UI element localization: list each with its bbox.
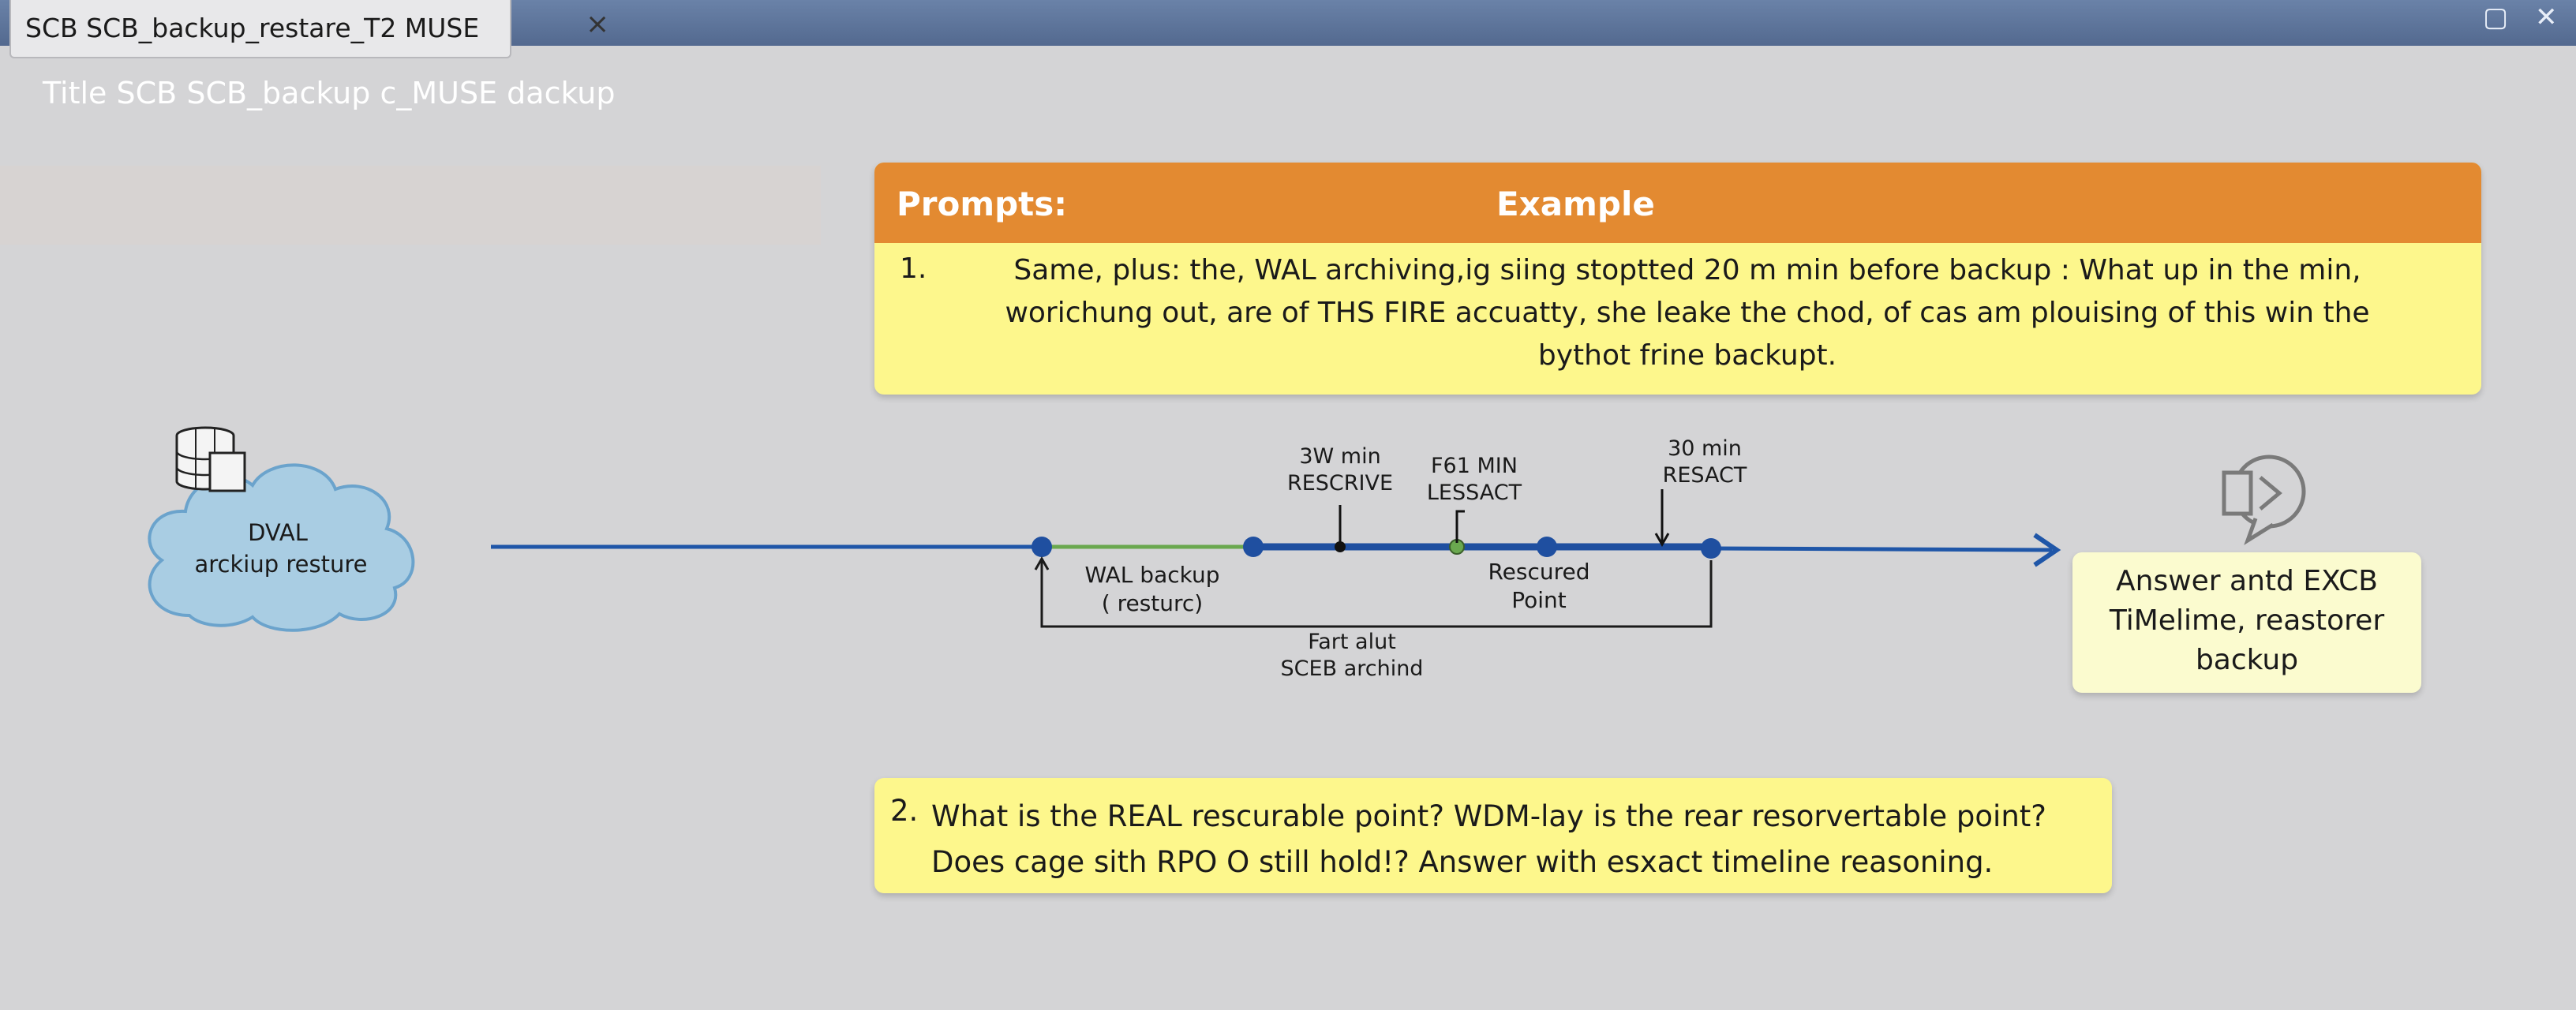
- label-fart-alut: Fart alut SCEB archind: [1280, 630, 1424, 681]
- tick-line-f61: [1455, 510, 1465, 543]
- timeline-point-wal-end[interactable]: [1243, 537, 1264, 557]
- timeline-point-end[interactable]: [1701, 538, 1721, 559]
- prompt-header-example: Example: [1496, 185, 1655, 223]
- tab-close-icon[interactable]: ×: [586, 8, 610, 40]
- window-close-icon[interactable]: ✕: [2535, 2, 2558, 33]
- tab-title: SCB SCB_backup_restare_T2 MUSE: [25, 13, 480, 43]
- prompt-header-label: Prompts:: [897, 185, 1068, 223]
- cloud-shape: [148, 463, 415, 632]
- prompt-item-number: 1.: [900, 252, 927, 285]
- database-icon: [175, 426, 246, 492]
- question-2-number: 2.: [890, 794, 919, 828]
- label-f61-lessact: F61 MIN LESSACT: [1426, 454, 1522, 505]
- tick-arrow-30: [1654, 533, 1670, 548]
- answer-box: Answer antd EXCB TiMelime, reastorer bac…: [2072, 552, 2421, 693]
- prompt-panel-header: Prompts: Example: [874, 163, 2481, 243]
- timeline-axis-right: [1710, 546, 2053, 552]
- maximize-icon[interactable]: ▢: [2483, 2, 2509, 33]
- question-2-text: What is the REAL rescurable point? WDM-l…: [931, 799, 2046, 879]
- timeline-arrowhead: [2033, 533, 2061, 567]
- label-wal-backup: WAL backup ( resturc): [1084, 562, 1220, 616]
- page-title: Title SCB SCB_backup c_MUSE dackup: [43, 76, 616, 110]
- timeline-point-start[interactable]: [1032, 537, 1052, 557]
- cloud-node: DVAL arckiup resture: [148, 426, 415, 632]
- document-tab[interactable]: SCB SCB_backup_restare_T2 MUSE: [9, 0, 511, 58]
- bracket-arrowhead: [1034, 556, 1050, 570]
- label-rescured-point: Rescured Point: [1488, 559, 1590, 613]
- prompt-panel: Prompts: Example 1. Same, plus: the, WAL…: [874, 163, 2481, 395]
- answer-text: Answer antd EXCB TiMelime, reastorer bac…: [2109, 565, 2385, 676]
- range-bracket: [1040, 560, 1713, 628]
- background-strip: [0, 166, 821, 245]
- question-2-box: 2. What is the REAL rescurable point? WD…: [874, 778, 2112, 893]
- prompt-item-text: Same, plus: the, WAL archiving,ig siing …: [1005, 254, 2370, 372]
- label-3w-rescrive: 3W min RESCRIVE: [1286, 444, 1394, 496]
- timeline-point-rescured[interactable]: [1537, 537, 1557, 557]
- label-30-resact: 30 min RESACT: [1662, 436, 1747, 488]
- speech-refresh-icon: [2222, 454, 2306, 545]
- cloud-label-line1: DVAL: [248, 519, 308, 546]
- cloud-label-line2: arckiup resture: [195, 551, 368, 578]
